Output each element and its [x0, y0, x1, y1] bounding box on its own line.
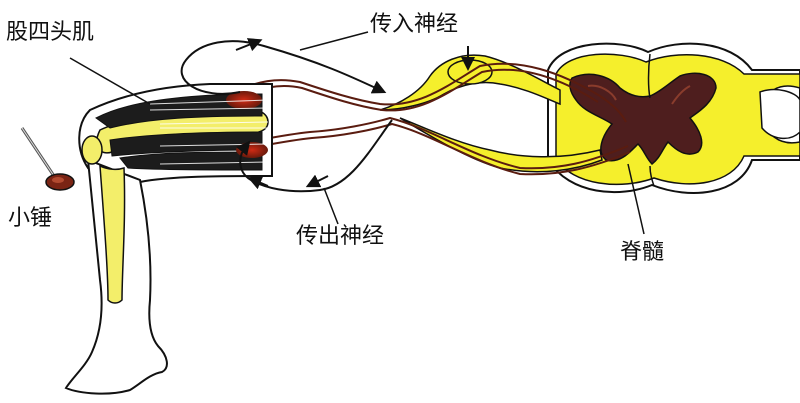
efferent-nerve-label: 传出神经 — [296, 226, 384, 248]
kneecap — [82, 136, 102, 164]
hammer — [22, 128, 74, 190]
afferent-nerve-label: 传入神经 — [370, 14, 458, 36]
hammer-label: 小锤 — [8, 208, 52, 230]
leg — [66, 84, 272, 394]
quadriceps-label: 股四头肌 — [6, 22, 94, 44]
efferent-pointer — [324, 188, 338, 224]
quadriceps-pointer — [70, 58, 150, 104]
spinal-cord-label: 脊髓 — [620, 242, 664, 264]
spinal-cord-section — [380, 44, 800, 193]
afferent-pointer — [300, 32, 368, 50]
